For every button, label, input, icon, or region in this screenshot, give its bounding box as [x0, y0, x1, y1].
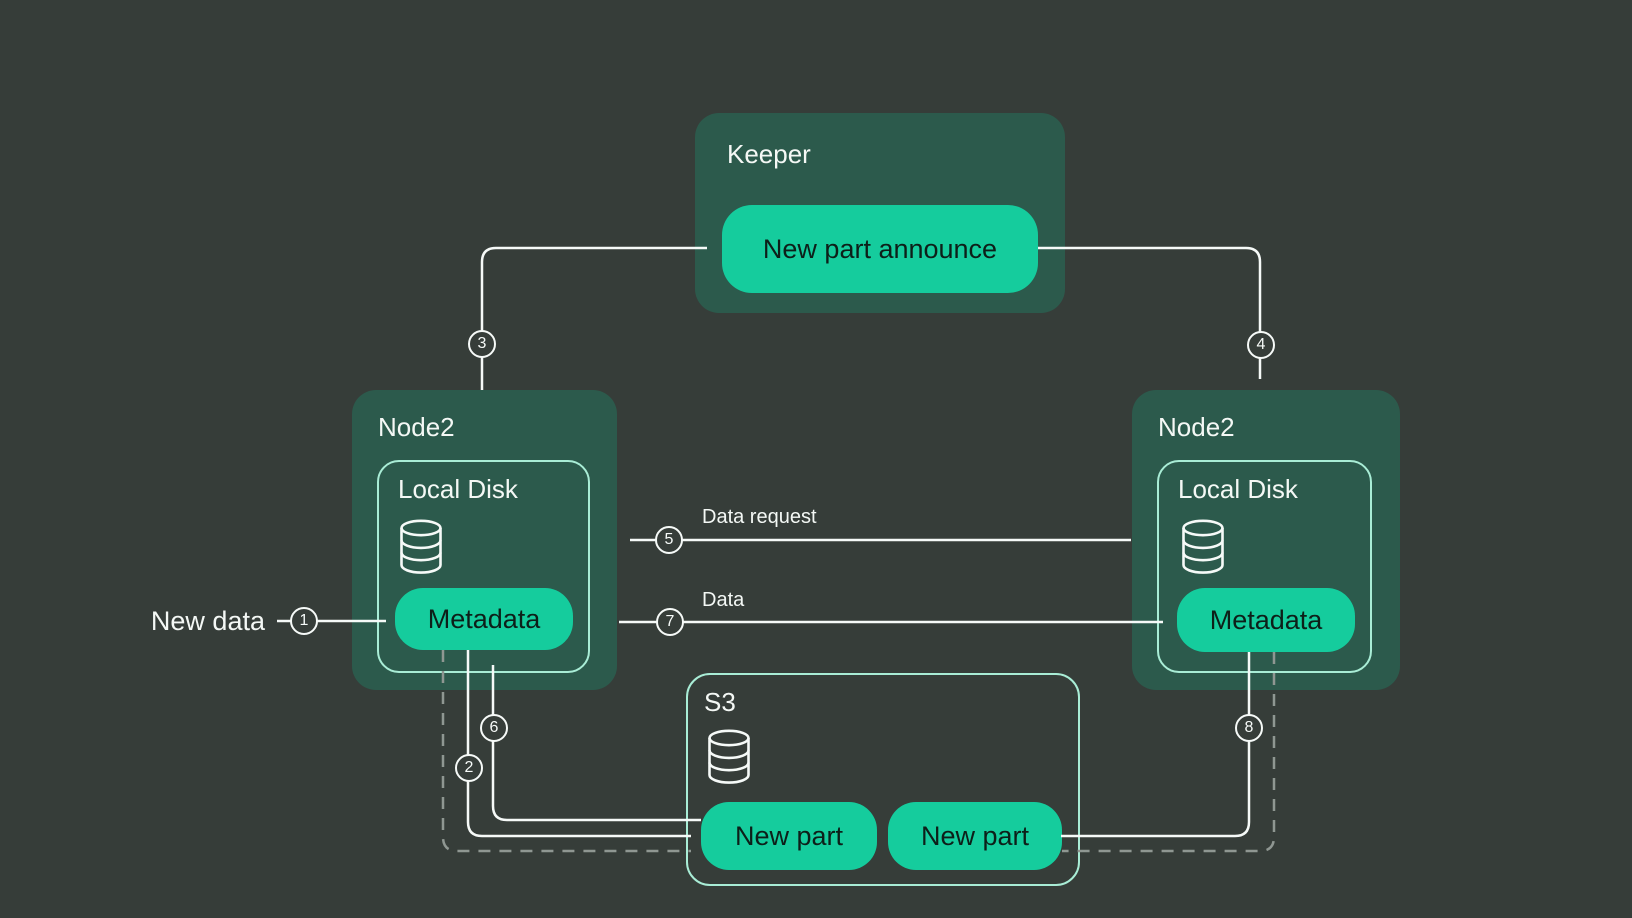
keeper-title: Keeper: [727, 139, 811, 169]
new-part-announce-chip: New part announce: [722, 205, 1038, 293]
step-badge-2: 2: [455, 754, 483, 782]
arrow-4-keeper-to-node: [1038, 246, 1262, 379]
database-icon: [400, 519, 442, 574]
data-request-label: Data request: [702, 506, 817, 528]
new-data-label: New data: [150, 606, 265, 636]
new-part-chip-1: New part: [701, 802, 877, 870]
new-part-chip-2: New part: [888, 802, 1062, 870]
node-left-title: Node2: [378, 412, 455, 442]
arrow-3-node-to-keeper: [480, 246, 707, 390]
database-icon: [1182, 519, 1224, 574]
s3-title: S3: [704, 687, 736, 717]
data-label: Data: [702, 589, 745, 611]
local-disk-right-title: Local Disk: [1178, 474, 1298, 504]
step-badge-4: 4: [1247, 331, 1275, 359]
metadata-right-chip: Metadata: [1177, 588, 1355, 652]
node-right-title: Node2: [1158, 412, 1235, 442]
step-badge-7: 7: [656, 608, 684, 636]
step-badge-1: 1: [290, 607, 318, 635]
step-badge-8: 8: [1235, 714, 1263, 742]
step-badge-3: 3: [468, 330, 496, 358]
local-disk-left-title: Local Disk: [398, 474, 518, 504]
database-icon: [708, 729, 750, 784]
step-badge-6: 6: [480, 714, 508, 742]
step-badge-5: 5: [655, 526, 683, 554]
metadata-left-chip: Metadata: [395, 588, 573, 650]
